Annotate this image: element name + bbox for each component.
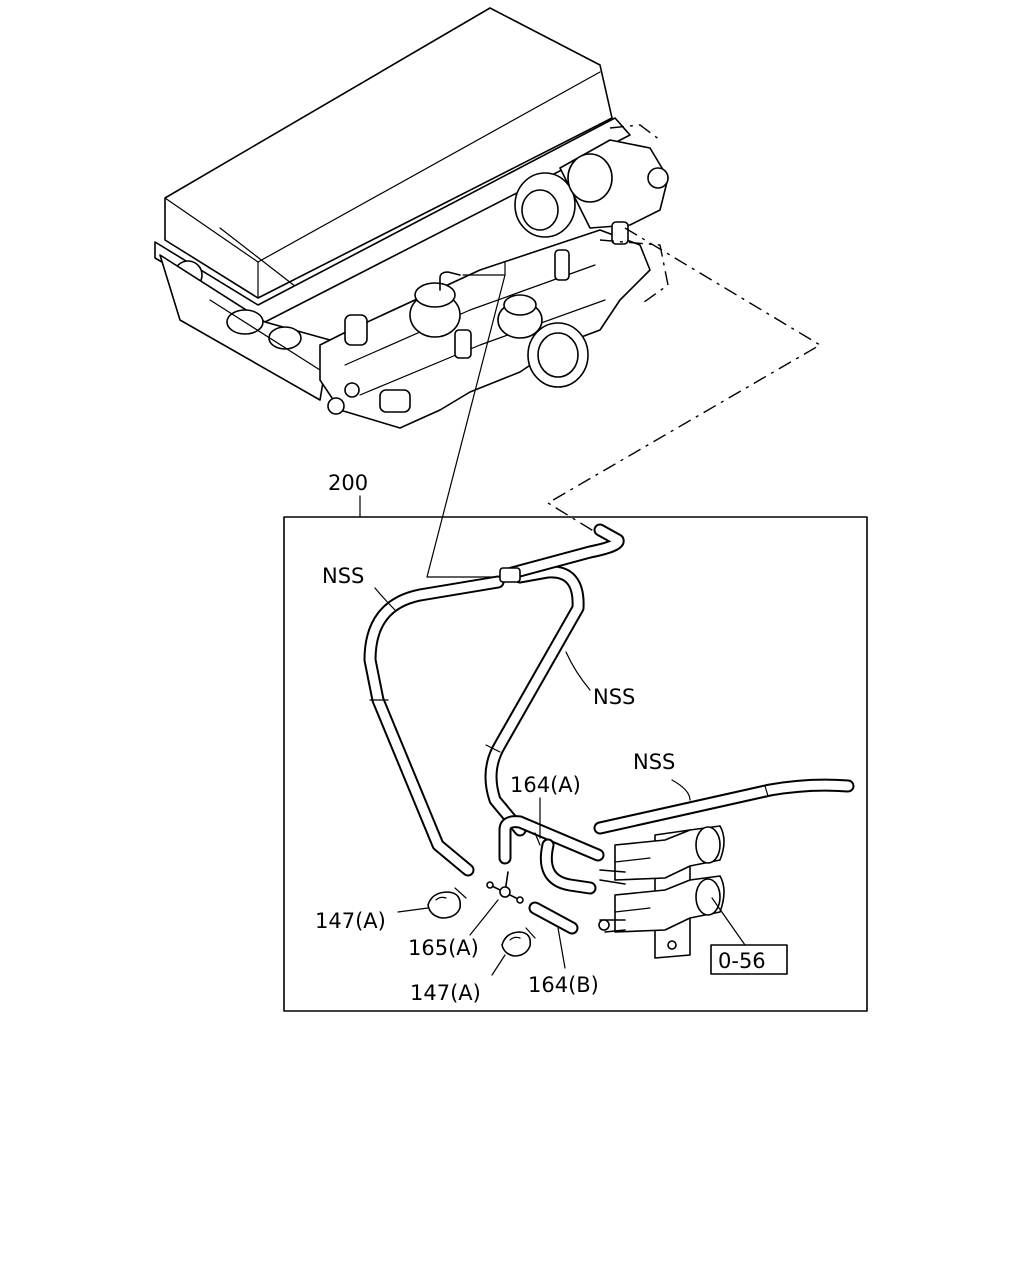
label-ref-0-56: 0-56: [718, 949, 766, 973]
connection-leaders: [426, 227, 822, 578]
label-164a: 164(A): [510, 773, 581, 797]
label-164b: 164(B): [528, 973, 599, 997]
label-165a: 165(A): [408, 936, 479, 960]
label-147a-lower: 147(A): [410, 981, 481, 1005]
t-fitting-165a: [486, 871, 524, 904]
engine-intake-manifold: [154, 7, 669, 429]
label-assembly-200: 200: [328, 471, 368, 495]
assembly-frame: [283, 495, 868, 1012]
reference-box: 0-56: [710, 944, 788, 975]
hose-clip-147a-upper: [427, 887, 467, 919]
label-leaders: [374, 587, 746, 976]
label-nss-right: NSS: [633, 750, 675, 774]
label-nss-middle: NSS: [593, 685, 635, 709]
solenoid-valve-assembly: [598, 825, 725, 959]
label-147a-upper: 147(A): [315, 909, 386, 933]
label-nss-left: NSS: [322, 564, 364, 588]
hose-clip-147a-lower: [501, 927, 536, 957]
vacuum-hoses: [363, 523, 855, 935]
